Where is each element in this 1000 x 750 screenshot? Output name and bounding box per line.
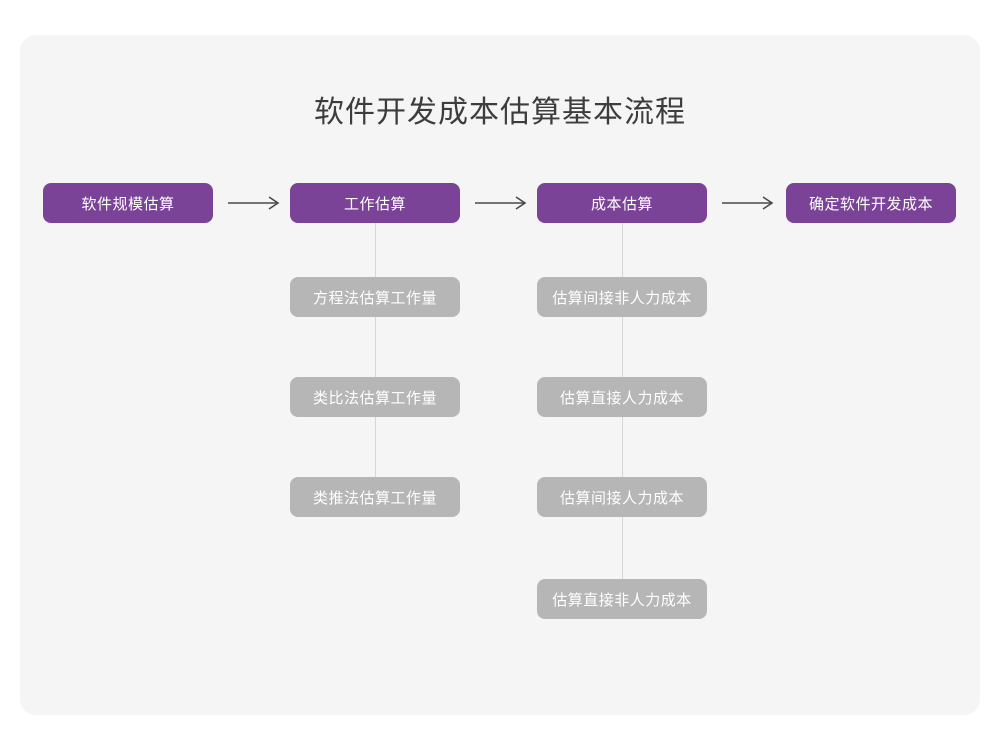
- node-step3-sub1[interactable]: 估算间接非人力成本: [537, 277, 707, 317]
- node-step2-label: 工作估算: [343, 195, 406, 213]
- arrow-step3-step4: [719, 191, 779, 215]
- page-title: 软件开发成本估算基本流程: [314, 96, 686, 129]
- long-rightwards-arrow-icon: [722, 196, 774, 210]
- diagram-card: [20, 35, 980, 715]
- connector-step2-column: [375, 219, 376, 517]
- node-step1-label: 软件规模估算: [81, 195, 175, 213]
- arrow-step2-step3: [472, 191, 532, 215]
- node-step3-sub3[interactable]: 估算间接人力成本: [537, 477, 707, 517]
- node-step3-sub2[interactable]: 估算直接人力成本: [537, 377, 707, 417]
- node-step1[interactable]: 软件规模估算: [43, 183, 213, 223]
- node-step2-sub1[interactable]: 方程法估算工作量: [290, 277, 460, 317]
- connector-step3-column: [622, 219, 623, 619]
- node-step2[interactable]: 工作估算: [290, 183, 460, 223]
- node-step3-sub3-label: 估算间接人力成本: [559, 489, 684, 507]
- node-step2-sub1-label: 方程法估算工作量: [312, 289, 437, 307]
- node-step3-sub4[interactable]: 估算直接非人力成本: [537, 579, 707, 619]
- node-step3-sub2-label: 估算直接人力成本: [559, 389, 684, 407]
- node-step3-sub4-label: 估算直接非人力成本: [552, 591, 692, 609]
- node-step2-sub2[interactable]: 类比法估算工作量: [290, 377, 460, 417]
- arrow-step1-step2: [225, 191, 285, 215]
- node-step3-label: 成本估算: [590, 195, 653, 213]
- node-step2-sub3-label: 类推法估算工作量: [312, 489, 437, 507]
- long-rightwards-arrow-icon: [475, 196, 527, 210]
- node-step3[interactable]: 成本估算: [537, 183, 707, 223]
- node-step2-sub3[interactable]: 类推法估算工作量: [290, 477, 460, 517]
- node-step2-sub2-label: 类比法估算工作量: [312, 389, 437, 407]
- long-rightwards-arrow-icon: [228, 196, 280, 210]
- node-step3-sub1-label: 估算间接非人力成本: [552, 289, 692, 307]
- node-step4-label: 确定软件开发成本: [808, 195, 933, 213]
- node-step4[interactable]: 确定软件开发成本: [786, 183, 956, 223]
